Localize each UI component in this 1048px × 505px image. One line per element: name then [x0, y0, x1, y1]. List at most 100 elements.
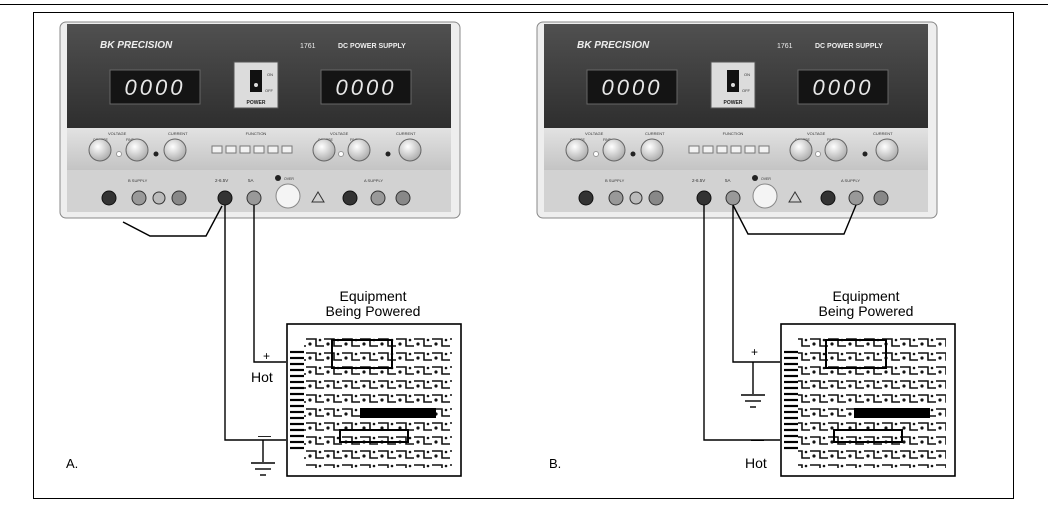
- board-component: [331, 339, 393, 369]
- current-label-left: CURRENT: [168, 131, 188, 136]
- indicator-led: [338, 151, 344, 157]
- current-knob-right[interactable]: [398, 138, 422, 162]
- wiring-b: [703, 204, 857, 441]
- board-component: [854, 408, 930, 418]
- over-reset-button[interactable]: [275, 183, 301, 209]
- coarse-voltage-knob[interactable]: [312, 138, 336, 162]
- ground-icon: [741, 394, 765, 408]
- brand-label: BK PRECISION: [100, 40, 173, 51]
- function-button[interactable]: [730, 145, 742, 154]
- board-traces: [304, 334, 452, 468]
- bottom-terminal-sign: —: [258, 428, 271, 443]
- jumper-wire: [122, 205, 223, 237]
- display-right: [320, 69, 412, 105]
- indicator-led: [630, 151, 636, 157]
- brand-label: BK PRECISION: [577, 40, 650, 51]
- power-supply-a: BK PRECISION 1761 DC POWER SUPPLY 0000 0…: [59, 21, 461, 219]
- negative-wire: [224, 205, 286, 441]
- binding-post[interactable]: [873, 190, 889, 206]
- indicator-led: [815, 151, 821, 157]
- coarse-voltage-knob[interactable]: [565, 138, 589, 162]
- function-button[interactable]: [702, 145, 714, 154]
- function-button[interactable]: [225, 145, 237, 154]
- panel-letter: A.: [66, 456, 78, 471]
- fixed-range-label: 2-6.5V: [692, 178, 705, 183]
- function-button[interactable]: [211, 145, 223, 154]
- fine-voltage-knob[interactable]: [602, 138, 626, 162]
- b-supply-label: B SUPPLY: [605, 178, 625, 183]
- fine-voltage-knob[interactable]: [125, 138, 149, 162]
- power-switch[interactable]: [250, 70, 262, 92]
- voltage-label-left: VOLTAGE: [108, 131, 127, 136]
- current-label-right: CURRENT: [873, 131, 893, 136]
- binding-post[interactable]: [725, 190, 741, 206]
- fine-label-left: FINE: [126, 138, 135, 142]
- voltage-label-right: VOLTAGE: [330, 131, 349, 136]
- binding-post[interactable]: [131, 190, 147, 206]
- fine-voltage-knob[interactable]: [347, 138, 371, 162]
- binding-post[interactable]: [696, 190, 712, 206]
- board-component: [360, 408, 436, 418]
- indicator-led: [153, 151, 159, 157]
- binding-post[interactable]: [608, 190, 624, 206]
- function-button[interactable]: [716, 145, 728, 154]
- switch-off-label: OFF: [265, 88, 274, 93]
- switch-mark-icon: [731, 83, 735, 87]
- function-button[interactable]: [239, 145, 251, 154]
- terminal-strip: [544, 170, 928, 212]
- function-button[interactable]: [744, 145, 756, 154]
- binding-post[interactable]: [820, 190, 836, 206]
- board-component: [339, 429, 409, 443]
- negative-wire: [703, 205, 780, 441]
- board-component: [833, 429, 903, 443]
- model-title: DC POWER SUPPLY: [815, 43, 883, 50]
- current-knob-left[interactable]: [640, 138, 664, 162]
- positive-wire: [732, 205, 780, 363]
- equipment-label-line1: Equipment: [340, 288, 407, 304]
- indicator-led: [593, 151, 599, 157]
- binding-post[interactable]: [246, 190, 262, 206]
- current-knob-right[interactable]: [875, 138, 899, 162]
- terminal-strip: [67, 170, 451, 212]
- binding-post[interactable]: [342, 190, 358, 206]
- function-button[interactable]: [758, 145, 770, 154]
- binding-posts: [101, 190, 411, 206]
- circuit-board: [286, 323, 462, 477]
- switch-off-label: OFF: [742, 88, 751, 93]
- over-reset-button[interactable]: [752, 183, 778, 209]
- binding-post[interactable]: [217, 190, 233, 206]
- binding-post[interactable]: [629, 191, 643, 205]
- top-terminal-label: Hot: [251, 369, 273, 385]
- binding-post[interactable]: [578, 190, 594, 206]
- binding-post[interactable]: [101, 190, 117, 206]
- power-supply-b: BK PRECISION 1761 DC POWER SUPPLY 0000 0…: [536, 21, 938, 219]
- fixed-range-label: 2-6.5V: [215, 178, 228, 183]
- figure-frame: [33, 12, 1014, 499]
- voltage-label-left: VOLTAGE: [585, 131, 604, 136]
- binding-post[interactable]: [370, 190, 386, 206]
- binding-post[interactable]: [171, 190, 187, 206]
- function-button[interactable]: [281, 145, 293, 154]
- current-knob-left[interactable]: [163, 138, 187, 162]
- indicator-led: [862, 151, 868, 157]
- equipment-label-line2: Being Powered: [819, 303, 914, 319]
- fine-voltage-knob[interactable]: [824, 138, 848, 162]
- function-button[interactable]: [267, 145, 279, 154]
- function-label: FUNCTION: [723, 131, 744, 136]
- coarse-voltage-knob[interactable]: [88, 138, 112, 162]
- circuit-board: [780, 323, 956, 477]
- binding-post[interactable]: [648, 190, 664, 206]
- display-left: [586, 69, 678, 105]
- coarse-voltage-knob[interactable]: [789, 138, 813, 162]
- binding-post[interactable]: [848, 190, 864, 206]
- binding-post[interactable]: [395, 190, 411, 206]
- binding-post[interactable]: [152, 191, 166, 205]
- power-switch[interactable]: [727, 70, 739, 92]
- power-label: POWER: [247, 100, 266, 106]
- display-right-value: 0000: [813, 75, 874, 100]
- model-title: DC POWER SUPPLY: [338, 43, 406, 50]
- function-button[interactable]: [688, 145, 700, 154]
- over-led: [275, 175, 281, 181]
- display-left-value: 0000: [602, 75, 663, 100]
- function-button[interactable]: [253, 145, 265, 154]
